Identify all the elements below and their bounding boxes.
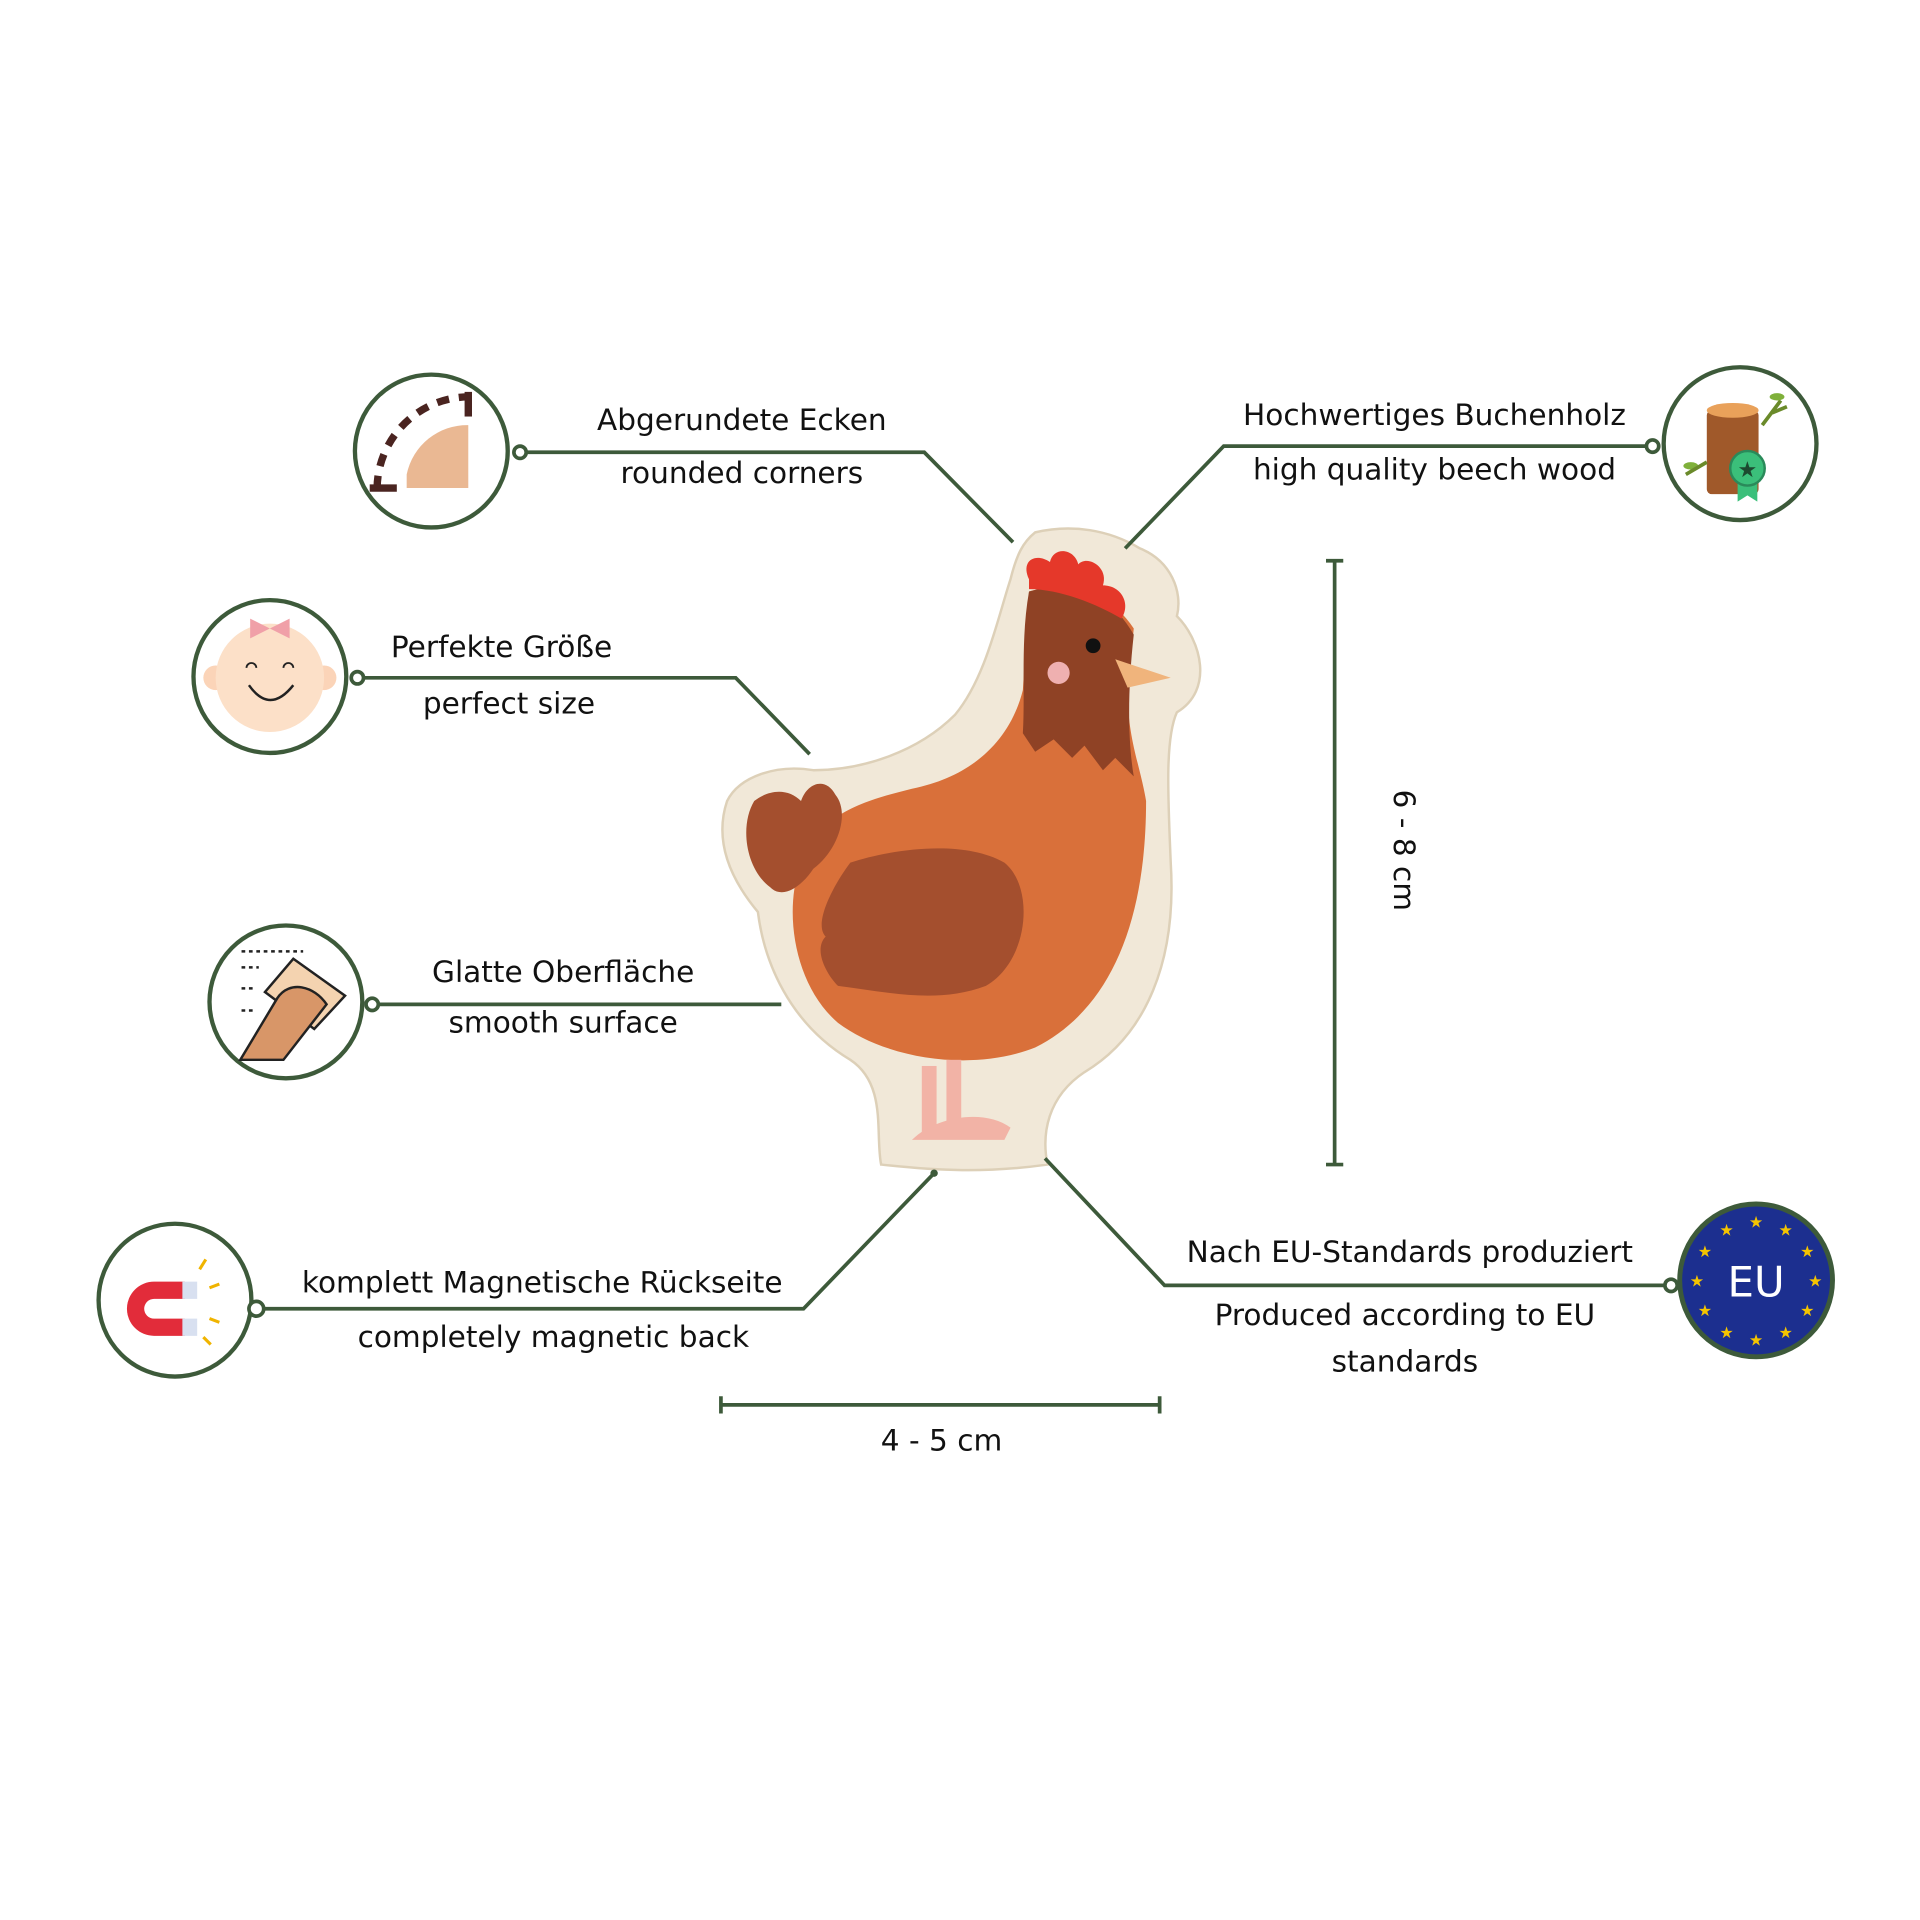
feature-subtitle-smooth-surface: smooth surface [449,1006,678,1040]
feature-subtitle-beech-wood: high quality beech wood [1253,452,1616,486]
height-label: 6 - 8 cm [1387,790,1421,912]
feature-title-eu-standards: Nach EU-Standards produziert [1187,1235,1633,1269]
eu-star-icon: ★ [1690,1274,1704,1291]
wood-log-badge-icon: ★ [1644,365,1819,523]
eu-star-icon: ★ [1778,1325,1792,1342]
feature-subtitle-eu-standards: Produced according to EU [1215,1298,1596,1332]
feature-subtitle-magnetic-back: completely magnetic back [358,1320,750,1354]
connector-rounded-corners [520,450,1015,544]
feature-title-perfect-size: Perfekte Größe [391,630,612,664]
feature-subtitle-perfect-size: perfect size [423,687,595,721]
eu-star-icon: ★ [1719,1222,1733,1239]
eu-star-icon: ★ [1749,1214,1763,1231]
baby-face-icon [191,597,366,756]
width-dimension: 4 - 5 cm [719,1396,1162,1457]
feature-title-magnetic-back: komplett Magnetische Rückseite [302,1266,783,1300]
magnet-icon [96,1221,266,1379]
connector-beech-wood [1123,444,1653,550]
eu-star-icon: ★ [1698,1303,1712,1320]
feature-subtitle-rounded-corners: rounded corners [621,456,864,490]
eu-star-icon: ★ [1749,1333,1763,1350]
chicken-magnet-image [721,527,1202,1172]
hand-polishing-icon [207,923,381,1081]
feature-title-smooth-surface: Glatte Oberfläche [432,955,694,989]
feature-title-rounded-corners: Abgerundete Ecken [597,403,887,437]
connector-magnetic-back [256,1171,936,1311]
eu-star-icon: ★ [1800,1244,1814,1261]
eu-badge-text: EU [1728,1257,1785,1306]
width-label: 4 - 5 cm [881,1423,1003,1457]
eu-star-icon: ★ [1698,1244,1712,1261]
eu-star-icon: ★ [1808,1274,1822,1291]
height-dimension: 6 - 8 cm [1326,558,1421,1167]
eu-star-icon: ★ [1719,1325,1733,1342]
connector-eu-standards [1043,1157,1672,1288]
feature-subtitle-eu-standards-2: standards [1332,1345,1479,1379]
rounded-corner-icon [352,372,529,530]
eu-star-icon: ★ [1800,1303,1814,1320]
eu-flag-icon: ★ ★ ★ ★ ★ ★ ★ ★ ★ ★ ★ ★ EU [1663,1201,1835,1360]
connector-perfect-size [357,675,811,756]
eu-star-icon: ★ [1778,1222,1792,1239]
feature-title-beech-wood: Hochwertiges Buchenholz [1243,398,1626,432]
svg-text:★: ★ [1738,457,1758,482]
